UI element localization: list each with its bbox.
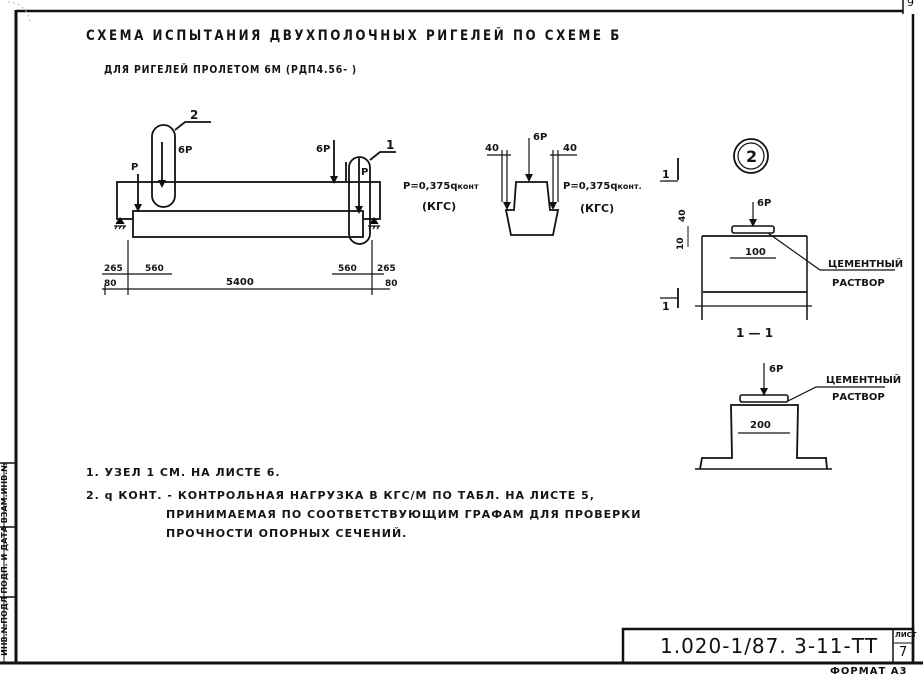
cross-section-outline (504, 181, 560, 236)
note-1: 1. УЗЕЛ 1 СМ. НА ЛИСТЕ 6. (86, 466, 281, 479)
dim-10: 10 (676, 237, 686, 250)
unit-left: (КГС) (422, 200, 456, 213)
support-bearing-plate (739, 394, 789, 403)
label-6p: 6Р (769, 364, 783, 375)
sheet-label: ЛИСТ (895, 631, 917, 639)
node-circle-outer (733, 138, 769, 174)
section-title: 1 — 1 (736, 326, 773, 340)
section-mark-top: 1 (662, 168, 670, 181)
label-6p-right: 6Р (316, 144, 330, 155)
cement-label-line2: РАСТВОР (832, 278, 885, 289)
formula-left: Р=0,375qконт (403, 181, 479, 192)
bearing-plate (731, 225, 775, 234)
node-number: 2 (746, 147, 757, 166)
dim-265-left: 265 (104, 264, 123, 274)
note-2-line3: ПРОЧНОСТИ ОПОРНЫХ СЕЧЕНИЙ. (166, 527, 408, 540)
cement-label-line1: ЦЕМЕНТНЫЙ (826, 373, 901, 386)
dim-80-right: 80 (385, 279, 398, 289)
label-p-left: Р (131, 162, 138, 173)
dim-100: 100 (745, 247, 766, 258)
label-6p-left: 6Р (178, 145, 192, 156)
formula-right: Р=0,375qконт. (563, 181, 642, 192)
label-6p: 6Р (533, 132, 547, 143)
dim-5400: 5400 (226, 277, 254, 288)
support-outline (699, 404, 828, 470)
dim-80-left: 80 (104, 279, 117, 289)
beam-test-scheme: 6Р 6Р Р Р 2 1 265 560 80 5400 560 265 80 (102, 108, 398, 295)
dim-265-right: 265 (377, 264, 396, 274)
top-corner-sheet-number: 9 (907, 0, 914, 9)
callout-1: 1 (386, 138, 394, 152)
dim-560-left: 560 (145, 264, 164, 274)
dim-560-right: 560 (338, 264, 357, 274)
node-detail-2: 2 1 1 6Р 40 10 100 ЦЕМЕНТНЫЙ РАСТВОР 1 —… (660, 138, 903, 340)
drawing-subtitle: ДЛЯ РИГЕЛЕЙ ПРОЛЕТОМ 6М (РДП4.56- ) (104, 63, 358, 76)
dim-40: 40 (678, 209, 688, 222)
section-mark-bottom: 1 (662, 300, 670, 313)
sheet-number: 7 (899, 645, 908, 660)
cement-label-line1: ЦЕМЕНТНЫЙ (828, 257, 903, 270)
format-label: ФОРМАТ А3 (830, 666, 908, 677)
note-2: 2. q КОНТ. - КОНТРОЛЬНАЯ НАГРУЗКА В КГС/… (86, 489, 595, 502)
load-loop-1 (348, 156, 371, 245)
document-code: 1.020-1/87. 3-11-ТТ (660, 634, 879, 658)
unit-right: (КГС) (580, 202, 614, 215)
beam-lower-shelf (132, 210, 364, 238)
label-6p: 6Р (757, 198, 771, 209)
note-2-line2: ПРИНИМАЕМАЯ ПО СООТВЕТСТВУЮЩИМ ГРАФАМ ДЛ… (166, 508, 642, 521)
drawing-title: СХЕМА ИСПЫТАНИЯ ДВУХПОЛОЧНЫХ РИГЕЛЕЙ ПО … (86, 28, 622, 44)
beam-cross-section: 6Р 40 40 Р=0,375qконт (КГС) Р=0,375qконт… (403, 132, 642, 236)
cement-label-line2: РАСТВОР (832, 392, 885, 403)
callout-2: 2 (190, 108, 198, 122)
dim-40-right: 40 (563, 143, 577, 154)
label-p-right: Р (361, 167, 368, 178)
dim-40-left: 40 (485, 143, 499, 154)
dim-200: 200 (750, 420, 771, 431)
node-circle-inner (737, 142, 765, 170)
side-stamp: ИНВ.№ПОДЛ ПОДП. И ДАТА ВЗАМ.ИНВ.№ (0, 462, 9, 656)
support-detail: 6Р 200 ЦЕМЕНТНЫЙ РАСТВОР (695, 363, 901, 470)
load-loop-2 (151, 124, 176, 208)
title-block (621, 627, 915, 665)
